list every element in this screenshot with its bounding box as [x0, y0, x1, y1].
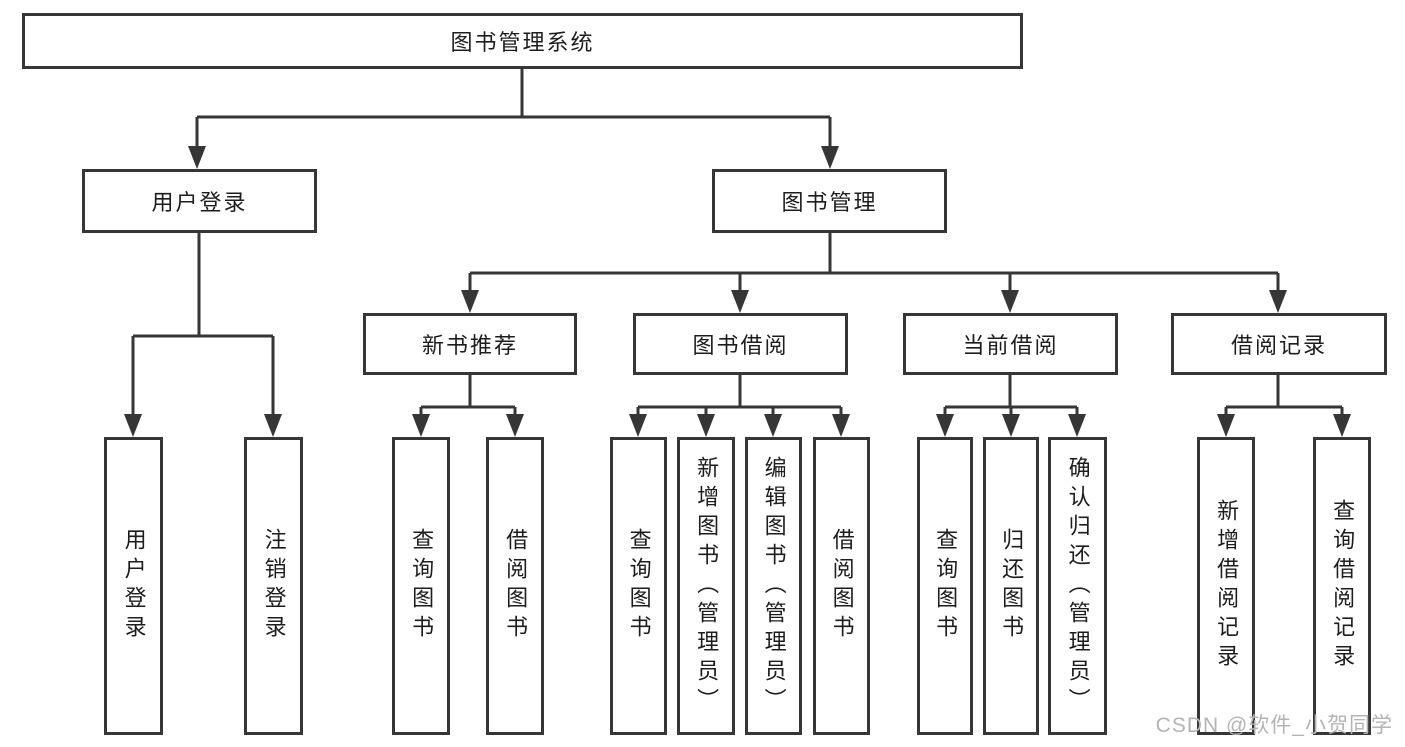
node-leaf-logout: 注销登录 — [244, 437, 303, 735]
arrow-down-icon — [821, 146, 839, 169]
node-book-borrowing: 图书借阅 — [633, 313, 848, 375]
leaf-label: 新增借阅记录 — [1214, 499, 1240, 673]
arrow-down-icon — [832, 414, 850, 437]
arrow-down-icon — [506, 414, 524, 437]
node-leaf-user-login: 用户登录 — [104, 437, 163, 735]
node-leaf-query-books-borrowing: 查询图书 — [610, 437, 667, 735]
leaf-label: 确认归还（管理员） — [1065, 455, 1091, 717]
node-borrowing-records: 借阅记录 — [1171, 313, 1387, 375]
leaf-label: 查询借阅记录 — [1330, 499, 1356, 673]
arrow-down-icon — [1002, 414, 1020, 437]
arrow-down-icon — [697, 414, 715, 437]
node-leaf-confirm-return-admin: 确认归还（管理员） — [1048, 437, 1107, 735]
node-leaf-query-books-recommend: 查询图书 — [392, 437, 450, 735]
node-leaf-edit-book-admin: 编辑图书（管理员） — [745, 437, 802, 735]
node-leaf-borrow-books-recommend: 借阅图书 — [486, 437, 544, 735]
leaf-label: 借阅图书 — [503, 528, 529, 644]
arrow-down-icon — [1269, 290, 1287, 313]
arrow-down-icon — [1001, 290, 1019, 313]
arrow-down-icon — [1068, 414, 1086, 437]
node-leaf-add-book-admin: 新增图书（管理员） — [677, 437, 735, 735]
branch-book-borrowing — [629, 374, 850, 437]
node-leaf-query-books-current: 查询图书 — [917, 437, 973, 735]
arrow-down-icon — [1333, 414, 1351, 437]
branch-current-borrowing — [936, 374, 1086, 437]
arrow-down-icon — [124, 414, 142, 437]
node-book-management: 图书管理 — [712, 169, 947, 233]
arrow-down-icon — [629, 414, 647, 437]
arrow-down-icon — [264, 414, 282, 437]
node-leaf-borrow-books: 借阅图书 — [813, 437, 870, 735]
branch-root-to-level1 — [188, 67, 839, 169]
node-library-management-system: 图书管理系统 — [22, 13, 1023, 69]
branch-new-book-recommend — [412, 374, 524, 437]
branch-borrowing-records — [1217, 374, 1351, 437]
leaf-label: 编辑图书（管理员） — [761, 455, 787, 717]
branch-user-login — [124, 233, 282, 437]
arrow-down-icon — [412, 414, 430, 437]
arrow-down-icon — [936, 414, 954, 437]
leaf-label: 注销登录 — [261, 528, 287, 644]
leaf-label: 新增图书（管理员） — [694, 455, 720, 717]
arrow-down-icon — [461, 290, 479, 313]
leaf-label: 查询图书 — [933, 528, 959, 644]
leaf-label: 查询图书 — [626, 528, 652, 644]
node-leaf-return-book: 归还图书 — [983, 437, 1039, 735]
arrow-down-icon — [1217, 414, 1235, 437]
node-leaf-query-borrow-record: 查询借阅记录 — [1313, 437, 1371, 735]
leaf-label: 借阅图书 — [829, 528, 855, 644]
leaf-label: 查询图书 — [409, 528, 435, 644]
leaf-label: 归还图书 — [999, 528, 1025, 644]
csdn-watermark: CSDN @软件_小贺同学 — [1155, 714, 1393, 737]
node-leaf-add-borrow-record: 新增借阅记录 — [1197, 437, 1255, 735]
arrow-down-icon — [731, 290, 749, 313]
branch-book-management — [461, 233, 1287, 313]
node-current-borrowing: 当前借阅 — [903, 313, 1118, 375]
node-user-login: 用户登录 — [82, 169, 317, 233]
leaf-label: 用户登录 — [121, 528, 147, 644]
node-new-book-recommend: 新书推荐 — [363, 313, 577, 375]
arrow-down-icon — [764, 414, 782, 437]
arrow-down-icon — [188, 146, 206, 169]
